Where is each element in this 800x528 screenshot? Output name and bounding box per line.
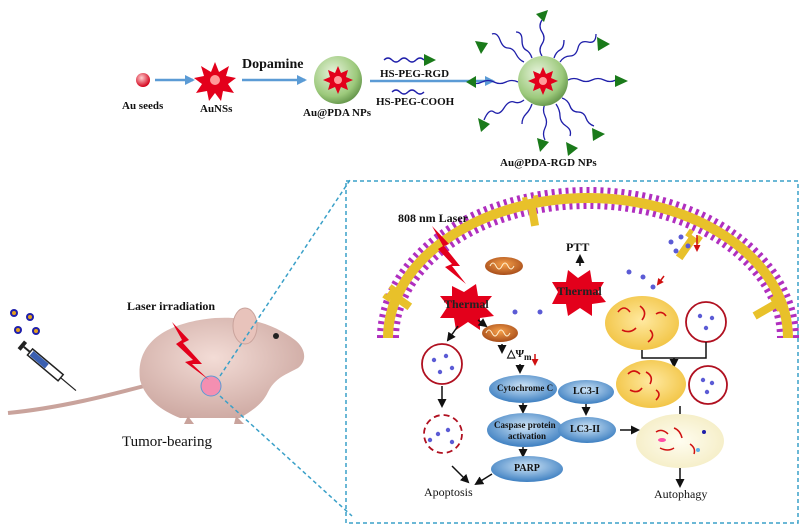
released-particles xyxy=(427,427,455,445)
lc3-ii-node xyxy=(558,417,616,443)
autolysosome-payload xyxy=(627,370,660,401)
autophagosome-contents xyxy=(655,427,706,455)
label-au-seeds: Au seeds xyxy=(122,100,164,112)
label-au-pda-rgd: Au@PDA-RGD NPs xyxy=(500,157,597,169)
thermal-to-endosome-arrow xyxy=(446,325,459,342)
delta-psi-subscript: m xyxy=(524,352,532,362)
label-caspase-1: Caspase protein xyxy=(494,420,556,430)
au-pda-core-center xyxy=(334,76,342,84)
label-cytochrome-c: Cytochrome C xyxy=(497,383,554,393)
label-delta-psi: △Ψm xyxy=(507,349,532,362)
peg-rgd-reagent-triangle xyxy=(424,54,436,66)
peg-cooh-reagent-icon xyxy=(391,89,425,95)
label-apoptosis: Apoptosis xyxy=(424,485,473,499)
parp-to-apoptosis-arrow xyxy=(474,473,493,486)
laser-bolt-icon xyxy=(172,322,209,380)
mitochondrion-middle xyxy=(482,324,518,342)
nanoparticle-markers xyxy=(512,234,691,315)
label-caspase-2: activation xyxy=(508,431,546,441)
aunss-core xyxy=(210,75,220,85)
label-dopamine: Dopamine xyxy=(242,57,304,72)
caspase-activation-node xyxy=(487,413,563,447)
parp-node xyxy=(491,456,563,482)
cell-detail-panel xyxy=(345,180,799,524)
label-thermal-right: Thermal xyxy=(557,284,602,298)
autophagosome xyxy=(636,414,724,468)
thermal-burst-left xyxy=(440,284,494,330)
endosome-right xyxy=(685,301,727,343)
label-autophagy: Autophagy xyxy=(654,487,708,501)
uptake-arrow-side xyxy=(656,275,665,286)
endosome-left-particles xyxy=(431,353,455,375)
tumor-site xyxy=(200,375,222,397)
cytochrome-c-node xyxy=(489,375,557,403)
cell-laser-bolt-icon xyxy=(432,226,466,284)
au-seed-particle xyxy=(136,73,150,87)
injection-syringe xyxy=(10,309,77,392)
membrane-receptors xyxy=(382,194,785,320)
lc3-i-node xyxy=(558,380,614,404)
yellow-vesicle-top xyxy=(605,296,679,350)
endosome-right-particles xyxy=(697,313,715,331)
endosome-left xyxy=(421,343,463,385)
mitochondrion-top xyxy=(485,257,523,275)
label-peg-rgd: HS-PEG-RGD xyxy=(380,68,450,80)
cell-membrane xyxy=(377,187,799,339)
synthesis-scheme xyxy=(136,10,628,156)
label-aunss: AuNSs xyxy=(200,103,233,115)
label-laser-irradiation: Laser irradiation xyxy=(127,299,216,313)
lysosome-right xyxy=(688,365,728,405)
label-thermal-left: Thermal xyxy=(444,297,489,311)
label-lc3-ii: LC3-II xyxy=(570,424,601,435)
thermal-to-mito-arrow xyxy=(477,318,488,328)
to-apoptosis-arrow xyxy=(451,465,470,484)
label-parp: PARP xyxy=(514,463,540,474)
label-au-pda: Au@PDA NPs xyxy=(303,107,371,119)
mouse-illustration xyxy=(7,307,305,424)
thermal-burst-right xyxy=(552,270,606,316)
autolysosome xyxy=(616,360,686,408)
ruptured-endosome xyxy=(423,414,463,454)
lysosome-particles xyxy=(700,377,715,395)
vesicle-payload xyxy=(617,305,667,343)
peg-rgd-reagent-icon xyxy=(383,57,425,63)
label-tumor-bearing: Tumor-bearing xyxy=(122,434,212,450)
zoom-line-bottom xyxy=(219,395,353,517)
label-808-laser: 808 nm Laser xyxy=(398,211,468,225)
delta-psi-symbol: △Ψ xyxy=(507,348,525,360)
au-pda-rgd-nanoparticle xyxy=(466,10,628,156)
label-lc3-i: LC3-I xyxy=(573,386,600,397)
nanoparticle-cluster-icon xyxy=(10,309,40,335)
label-ptt: PTT xyxy=(566,240,590,254)
label-peg-cooh: HS-PEG-COOH xyxy=(376,96,455,108)
